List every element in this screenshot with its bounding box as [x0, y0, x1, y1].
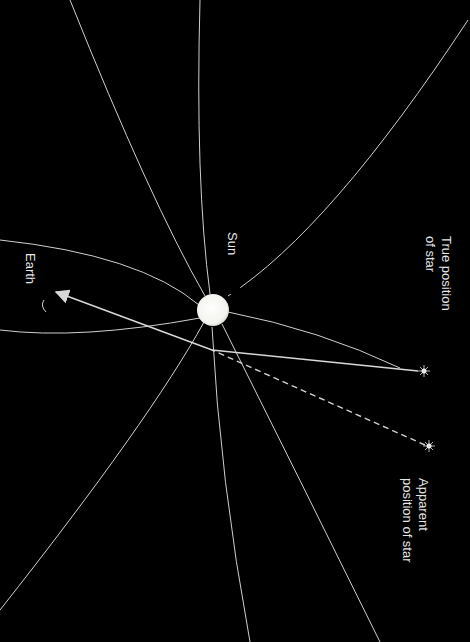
- sun-disc: [197, 294, 229, 326]
- earth-label: Earth: [22, 251, 38, 315]
- apparent-ray: [212, 350, 425, 445]
- star-label: True position of star: [422, 234, 455, 326]
- sun-label: Sun: [224, 230, 240, 294]
- true-star: [418, 365, 430, 377]
- light-ray: [56, 292, 418, 371]
- apparent-star: [423, 440, 435, 452]
- star-label: Apparent position of star: [399, 476, 432, 580]
- earth-mark: [42, 300, 46, 312]
